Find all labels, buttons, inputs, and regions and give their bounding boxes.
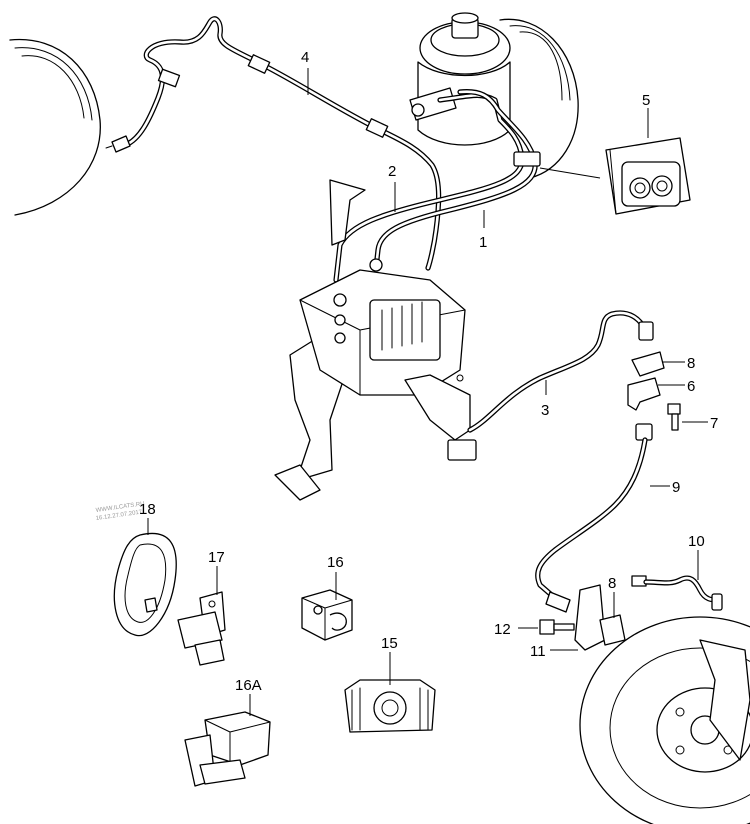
caliper-line-10	[631, 575, 723, 611]
clip-16a	[184, 711, 271, 787]
callout-6: 6	[687, 378, 695, 395]
sensor-cable	[105, 16, 442, 271]
callout-9: 9	[672, 479, 680, 496]
callout-3: 3	[541, 402, 549, 419]
grommet-15	[344, 679, 436, 733]
callout-17: 17	[208, 549, 225, 566]
callout-2: 2	[388, 163, 396, 180]
grommet-ring	[113, 532, 177, 637]
bracket-clip-upper	[627, 351, 681, 431]
callout-16a: 16A	[235, 677, 262, 694]
callout-8-upper: 8	[687, 355, 695, 372]
callout-1: 1	[479, 234, 487, 251]
callout-5: 5	[642, 92, 650, 109]
bracket-lower	[539, 584, 626, 651]
callout-16: 16	[327, 554, 344, 571]
brake-lines-1-2	[333, 89, 541, 283]
callout-18: 18	[139, 501, 156, 518]
wheel-rim-outline	[9, 38, 101, 216]
callout-4: 4	[301, 49, 309, 66]
abs-control-module	[605, 137, 691, 215]
clip-17	[177, 591, 226, 666]
brake-line-3	[467, 310, 654, 433]
brake-hose-9	[535, 423, 653, 613]
callout-12: 12	[494, 621, 511, 638]
callout-7: 7	[710, 415, 718, 432]
callout-11: 11	[530, 643, 546, 660]
brake-disc-caliper	[579, 616, 750, 824]
leader-lines	[147, 68, 708, 716]
callout-10: 10	[688, 533, 705, 550]
callout-15: 15	[381, 635, 398, 652]
clip-16	[301, 589, 353, 641]
abs-hydraulic-unit	[274, 179, 477, 501]
master-cylinder-booster	[409, 12, 579, 179]
callout-8-lower: 8	[608, 575, 616, 592]
